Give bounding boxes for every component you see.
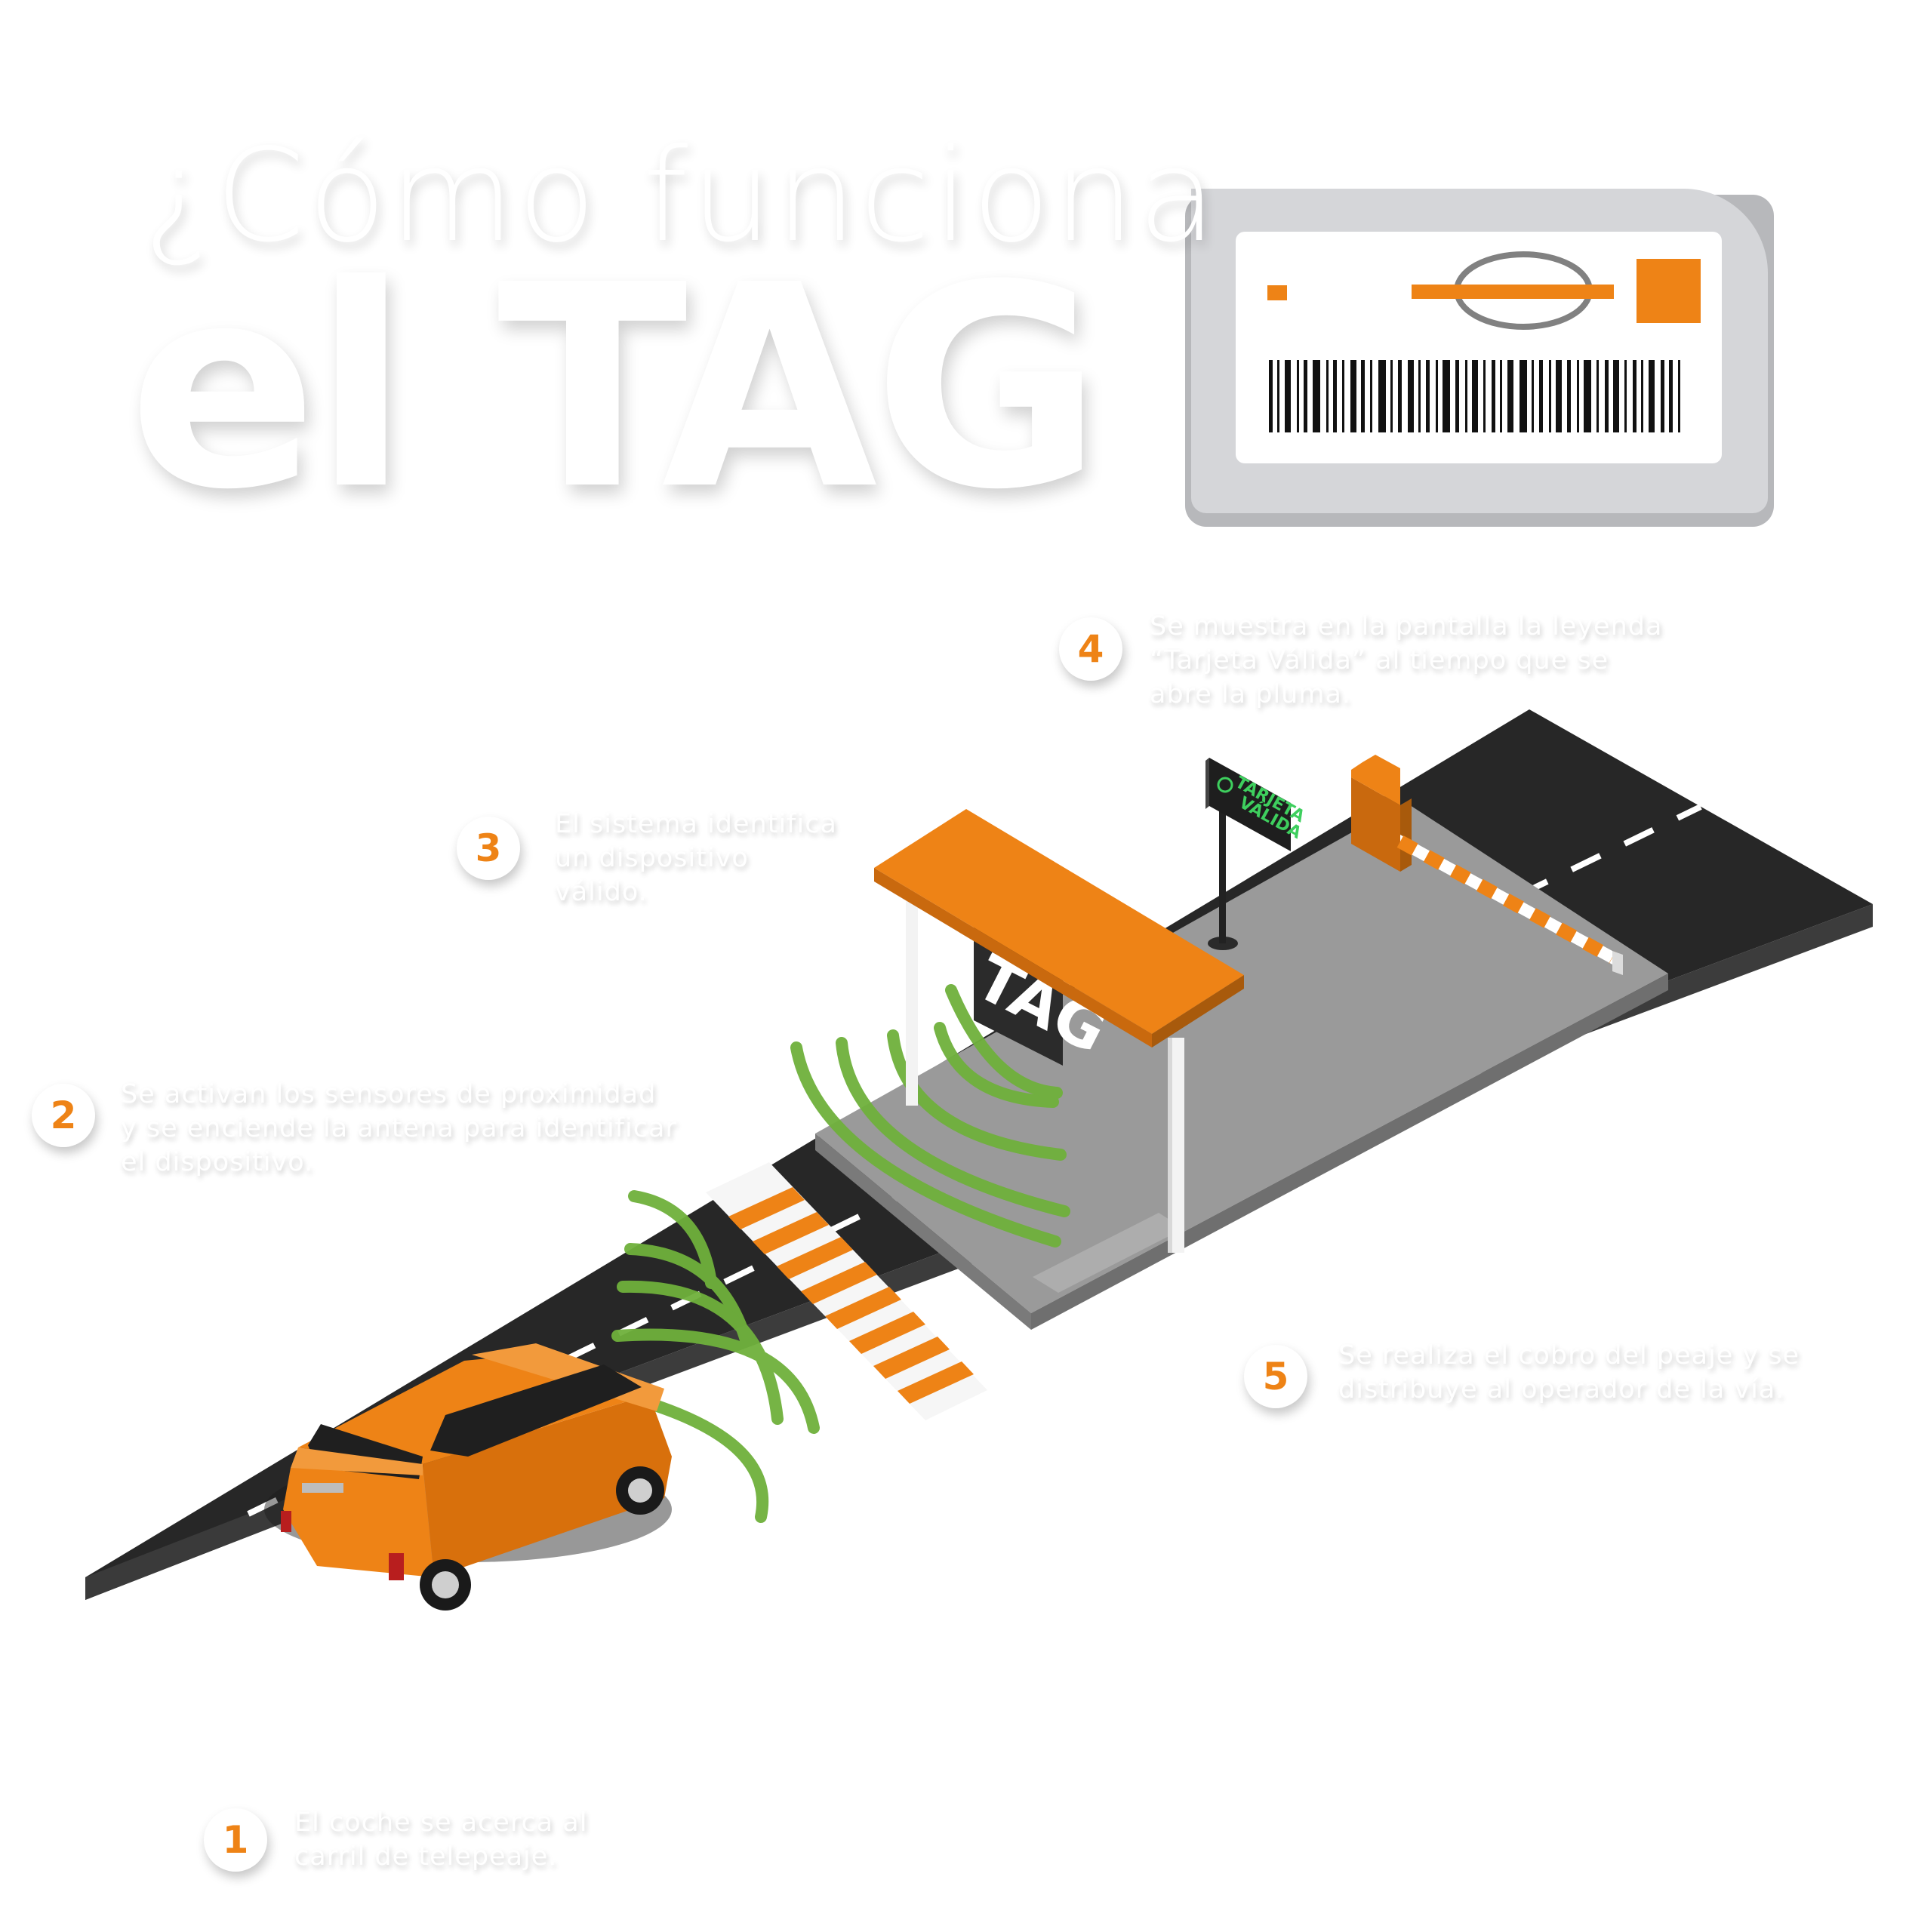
step-2-line: Se activan los sensores de proximidad [121, 1079, 657, 1109]
tag-card-icon [1185, 189, 1774, 527]
barrier-gate-icon [1351, 755, 1623, 975]
toll-island [815, 802, 1668, 1330]
step-2-line: y se enciende la antena para identificar [121, 1113, 677, 1143]
step-2-text: Se activan los sensores de proximidad y … [121, 1078, 677, 1180]
step-3-line: un dispositivo [555, 843, 749, 873]
step-2-badge: 2 [32, 1084, 95, 1147]
step-3-text: El sistema identifica un dispositivo vál… [555, 808, 837, 909]
toll-booth-icon: TAG [874, 809, 1244, 1253]
title-line-1: ¿Cómo funciona [143, 122, 1220, 271]
step-3-line: El sistema identifica [555, 809, 837, 839]
step-5-text: Se realiza el cobro del peaje y se distr… [1338, 1339, 1800, 1407]
step-3-line: válido. [555, 877, 648, 907]
step-4-line: Se muestra en la pantalla la leyenda [1150, 611, 1663, 641]
title-line-2: el TAG [128, 226, 1102, 551]
step-1-text: El coche se acerca al carril de telepeaj… [294, 1806, 587, 1874]
step-4-line: “Tarjeta Válida” al tiempo que se [1150, 645, 1609, 675]
step-1-badge: 1 [204, 1808, 267, 1872]
step-5-line: distribuye al operador de la vía. [1338, 1374, 1785, 1404]
step-1-line: El coche se acerca al [294, 1807, 588, 1838]
step-1-line: carril de telepeaje. [294, 1841, 558, 1872]
signal-waves-icon [611, 984, 1070, 1523]
step-5-badge: 5 [1244, 1345, 1307, 1408]
barcode-icon [1269, 360, 1680, 432]
step-4-line: abre la pluma. [1150, 679, 1352, 709]
display-screen-icon: TARJETA VÁLIDA [1205, 758, 1307, 950]
step-3-badge: 3 [457, 817, 520, 880]
car-icon [264, 1343, 672, 1611]
crosswalk [706, 1162, 987, 1420]
step-5-line: Se realiza el cobro del peaje y se [1338, 1340, 1800, 1371]
step-4-text: Se muestra en la pantalla la leyenda “Ta… [1150, 610, 1662, 712]
step-2-line: el dispositivo. [121, 1147, 314, 1177]
step-4-badge: 4 [1059, 617, 1122, 681]
